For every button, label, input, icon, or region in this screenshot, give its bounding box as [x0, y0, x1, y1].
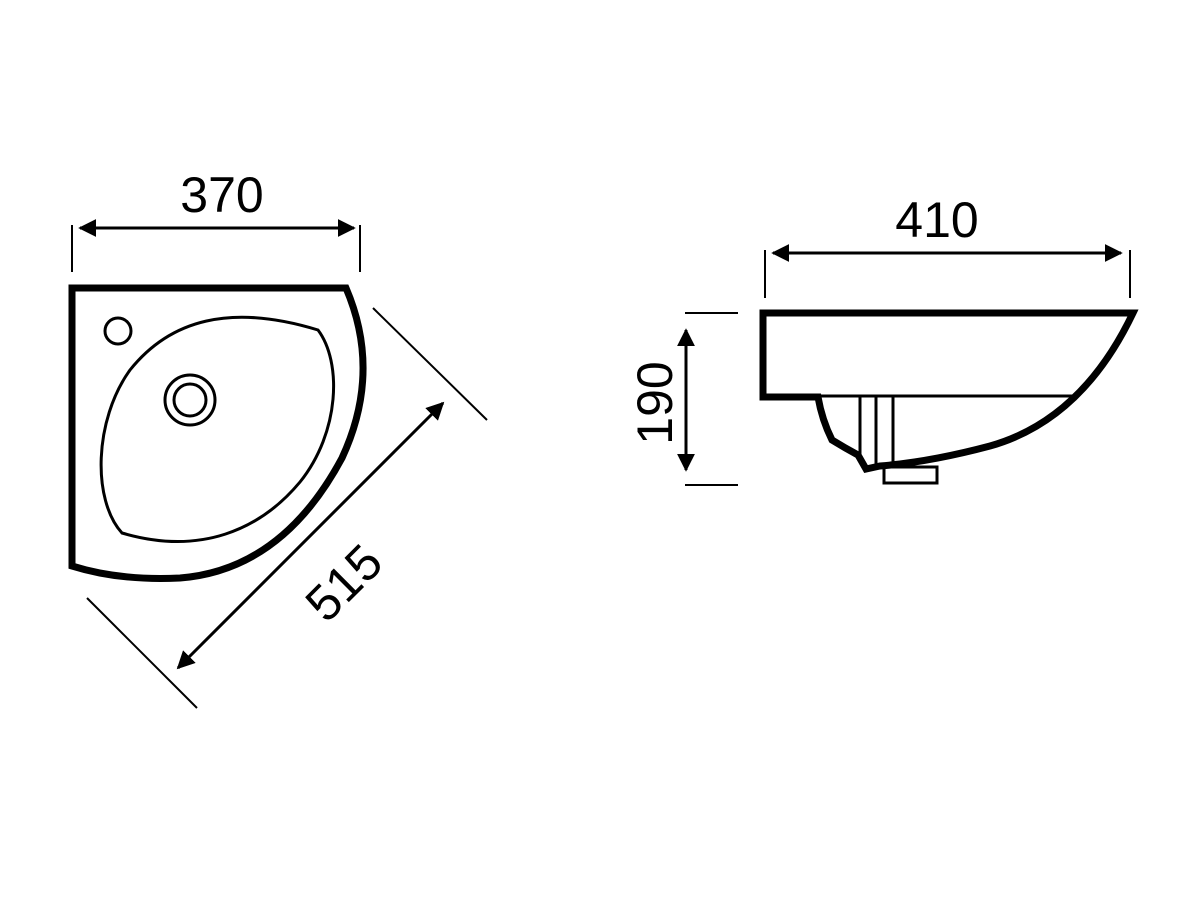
side-width-dimension: 410: [764, 192, 1131, 298]
height-dimension: 190: [627, 312, 738, 486]
width-dimension: 370: [71, 167, 361, 272]
side-view: 410 190: [627, 192, 1139, 486]
diagonal-label: 515: [295, 534, 394, 633]
height-label: 190: [627, 361, 683, 444]
top-view: 370 515: [68, 167, 488, 709]
drain-outlet: [882, 465, 939, 485]
diagonal-dimension: 515: [86, 307, 488, 709]
tap-hole: [103, 316, 133, 346]
side-basin-outline: [759, 309, 1139, 473]
drain-pipe: [858, 396, 895, 466]
basin-bowl-outline: [99, 315, 336, 543]
side-width-label: 410: [895, 192, 978, 248]
drain-inner: [172, 382, 208, 418]
width-label: 370: [180, 167, 263, 223]
